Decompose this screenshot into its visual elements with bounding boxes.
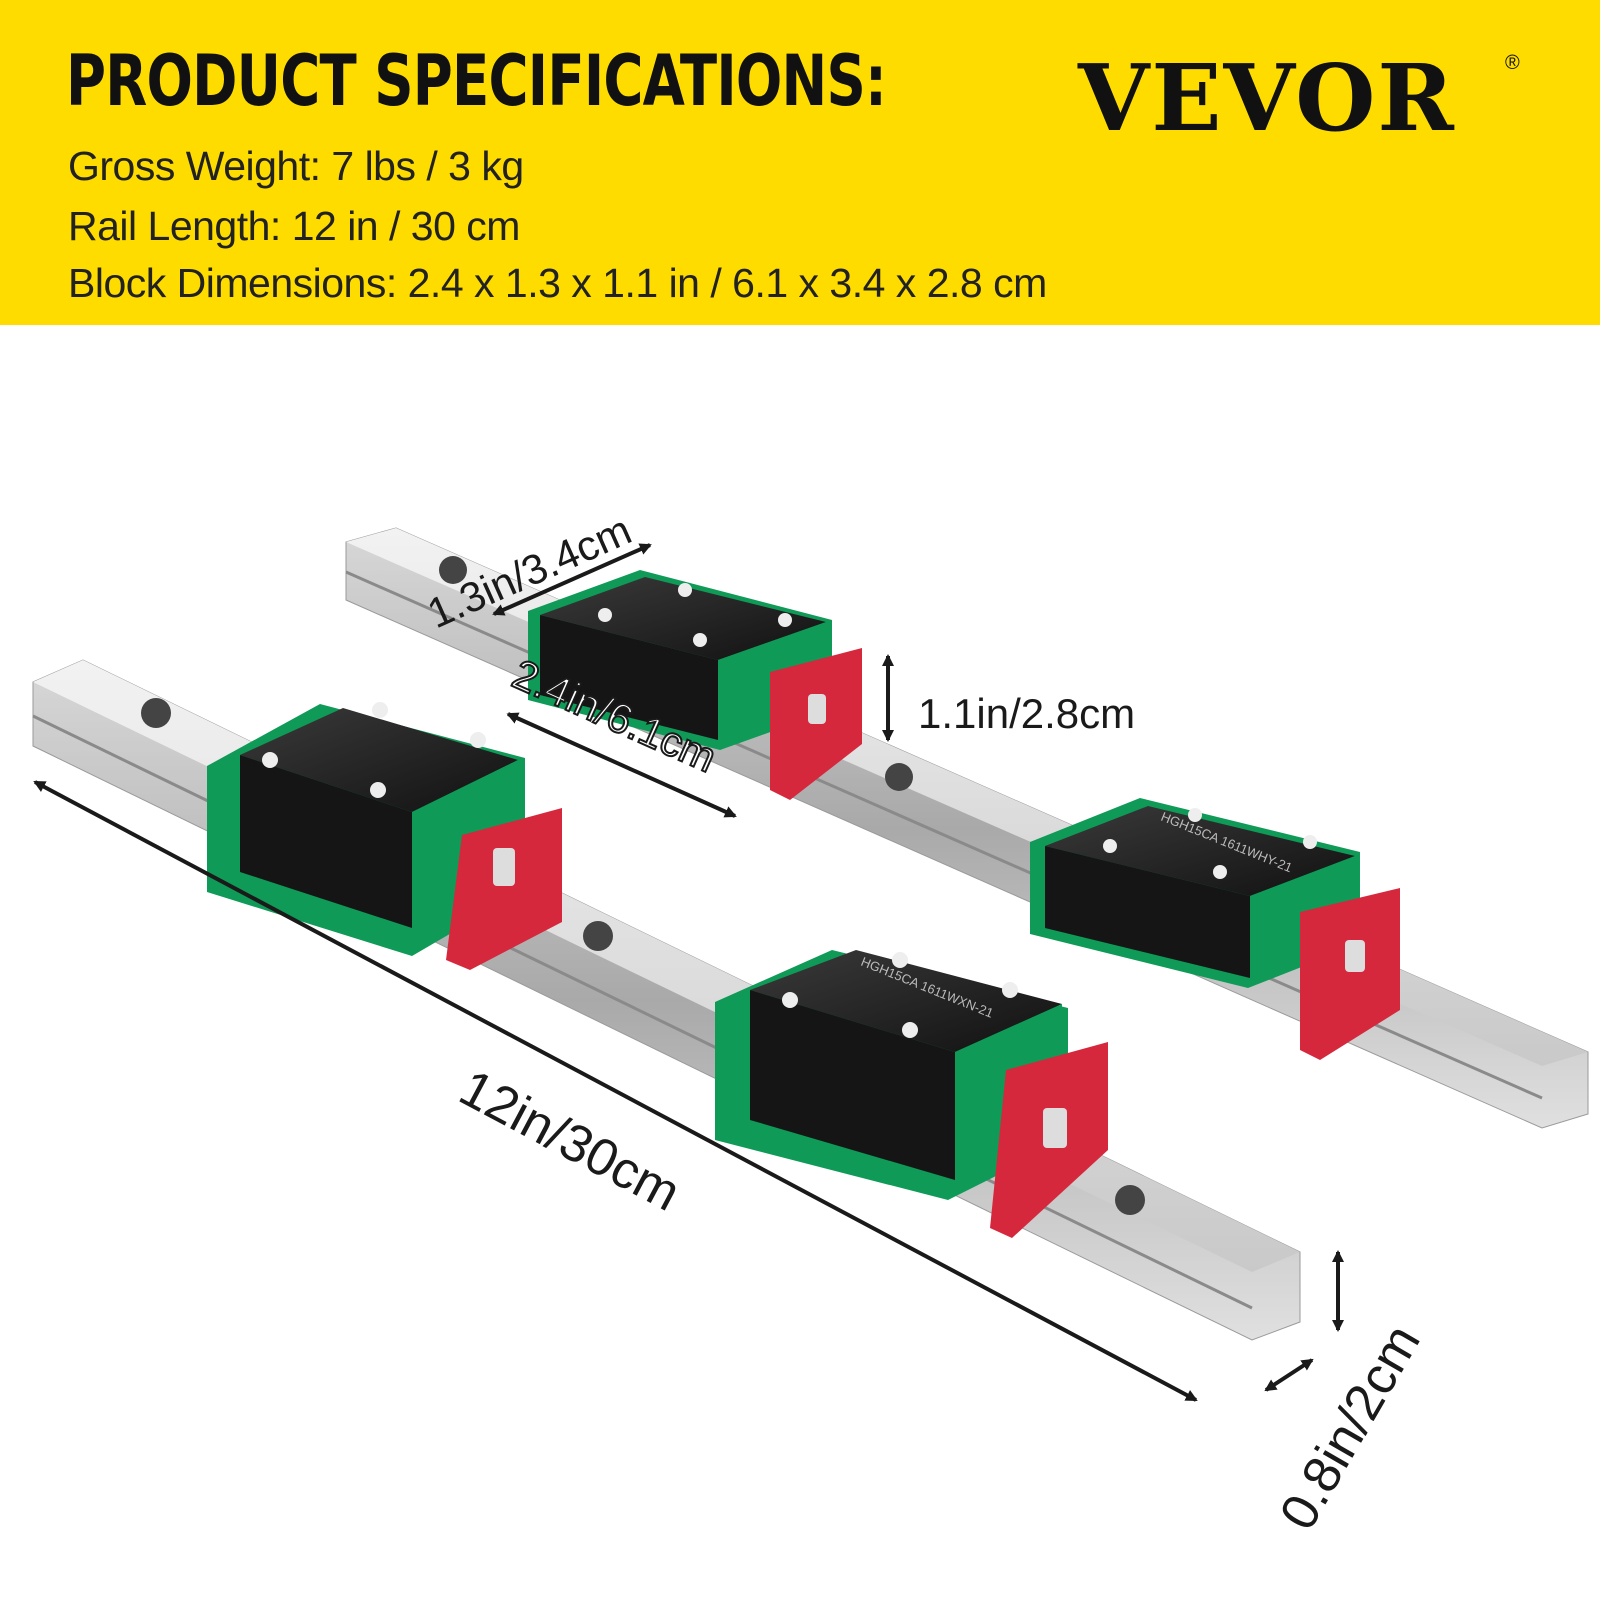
rail-length-arrow [33, 780, 1198, 1402]
spec-header: PRODUCT SPECIFICATIONS: VEVOR ® Gross We… [0, 0, 1600, 325]
product-photo: HGH15CA 1611WHY-21 HGH15CA 1611WXN-21 [32, 527, 1589, 1402]
rail-hole [439, 556, 467, 584]
registered-mark: ® [1505, 52, 1520, 74]
block-height-label: 1.1in/2.8cm [918, 690, 1136, 737]
rail-hole [1115, 1185, 1145, 1215]
rail-hole [583, 921, 613, 951]
spec-block-dimensions: Block Dimensions: 2.4 x 1.3 x 1.1 in / 6… [68, 260, 1047, 306]
rail-hole [885, 763, 913, 791]
spec-rail-length: Rail Length: 12 in / 30 cm [68, 203, 520, 249]
rail-width-arrow [1264, 1358, 1314, 1392]
carriage-block: HGH15CA 1611WXN-21 [715, 950, 1108, 1238]
spec-gross-weight: Gross Weight: 7 lbs / 3 kg [68, 143, 524, 189]
brand-logo: VEVOR [1078, 44, 1456, 152]
block-width-arrow [492, 543, 652, 616]
page-title: PRODUCT SPECIFICATIONS: [66, 40, 887, 122]
rail-hole [141, 698, 171, 728]
carriage-block: HGH15CA 1611WHY-21 [1030, 798, 1400, 1060]
carriage-block [207, 702, 562, 970]
